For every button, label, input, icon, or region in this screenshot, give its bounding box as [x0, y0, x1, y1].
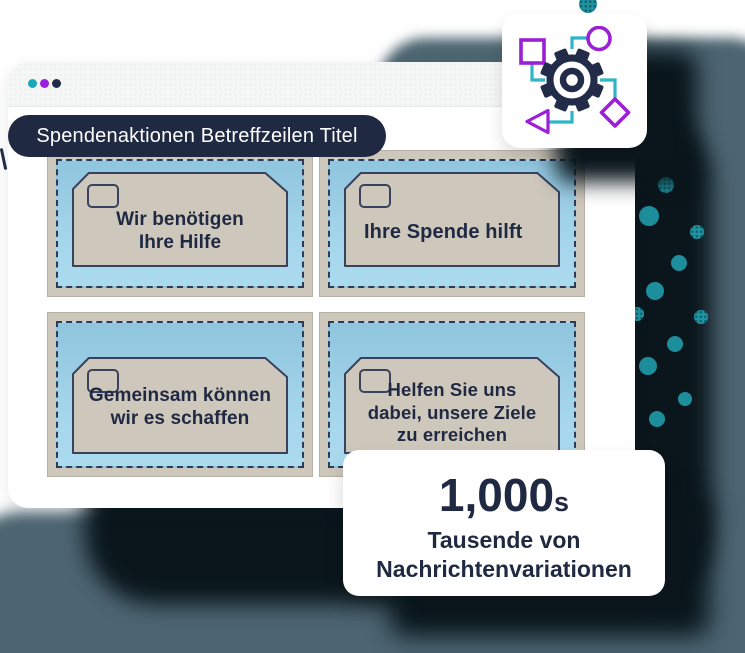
subject-line-card[interactable]: Wir benötigen Ihre Hilfe	[47, 150, 313, 297]
stamp-box-icon	[87, 184, 119, 208]
card-panel: Gemeinsam können wir es schaffen	[56, 321, 304, 468]
window-control-dot-navy	[52, 79, 61, 88]
card-text: Helfen Sie uns dabei, unsere Ziele zu er…	[367, 379, 537, 446]
stamp-box-icon	[359, 184, 391, 208]
stat-card: 1,000s Tausende von Nachrichtenvariation…	[343, 450, 665, 596]
title-badge-label: Spendenaktionen Betreffzeilen Titel	[36, 124, 358, 147]
subject-line-card[interactable]: Helfen Sie uns dabei, unsere Ziele zu er…	[319, 312, 585, 477]
envelope-shape	[72, 357, 288, 454]
teal-dot	[639, 357, 657, 375]
window-control-dot-teal	[28, 79, 37, 88]
envelope-shape	[72, 172, 288, 267]
card-panel: Wir benötigen Ihre Hilfe	[56, 159, 304, 288]
teal-dot	[649, 411, 665, 427]
teal-dot	[658, 177, 674, 193]
card-panel: Helfen Sie uns dabei, unsere Ziele zu er…	[328, 321, 576, 468]
teal-dot	[579, 0, 597, 13]
stat-value: 1,000	[438, 469, 555, 521]
envelope-shape	[344, 172, 560, 267]
circle-icon	[586, 26, 612, 52]
envelope-icon: Ihre Spende hilft	[344, 172, 560, 267]
teal-dot	[694, 310, 708, 324]
triangle-icon	[525, 108, 550, 135]
teal-dot	[678, 392, 692, 406]
diamond-icon	[599, 97, 631, 128]
card-text: Ihre Spende hilft	[364, 221, 523, 243]
title-badge: Spendenaktionen Betreffzeilen Titel	[8, 115, 386, 157]
stamp-box-icon	[359, 369, 391, 393]
subject-line-card[interactable]: Ihre Spende hilft	[319, 150, 585, 297]
envelope-icon: Wir benötigen Ihre Hilfe	[72, 172, 288, 267]
card-text: Wir benötigen Ihre Hilfe	[116, 209, 244, 254]
teal-dot	[639, 206, 659, 226]
square-icon	[519, 38, 546, 65]
gear-icon	[540, 48, 604, 112]
stat-label: Tausende von Nachrichtenvariationen	[376, 527, 632, 582]
teal-dot	[690, 225, 704, 239]
connector-lines	[530, 36, 617, 124]
card-panel: Ihre Spende hilft	[328, 159, 576, 288]
stat-value-row: 1,000s	[343, 468, 665, 522]
stat-suffix: s	[554, 487, 570, 517]
teal-dot	[671, 255, 687, 271]
teal-dot	[646, 282, 664, 300]
workflow-gear-icon	[519, 26, 631, 135]
card-text: Gemeinsam können wir es schaffen	[88, 385, 272, 430]
badge-accent-stroke	[0, 147, 8, 171]
window-control-dot-purple	[40, 79, 49, 88]
stamp-box-icon	[87, 369, 119, 393]
subject-line-card[interactable]: Gemeinsam können wir es schaffen	[47, 312, 313, 477]
envelope-icon: Helfen Sie uns dabei, unsere Ziele zu er…	[344, 357, 560, 454]
teal-dot	[667, 336, 683, 352]
teal-dot	[661, 143, 675, 157]
envelope-icon: Gemeinsam können wir es schaffen	[72, 357, 288, 454]
automation-card	[502, 13, 647, 148]
